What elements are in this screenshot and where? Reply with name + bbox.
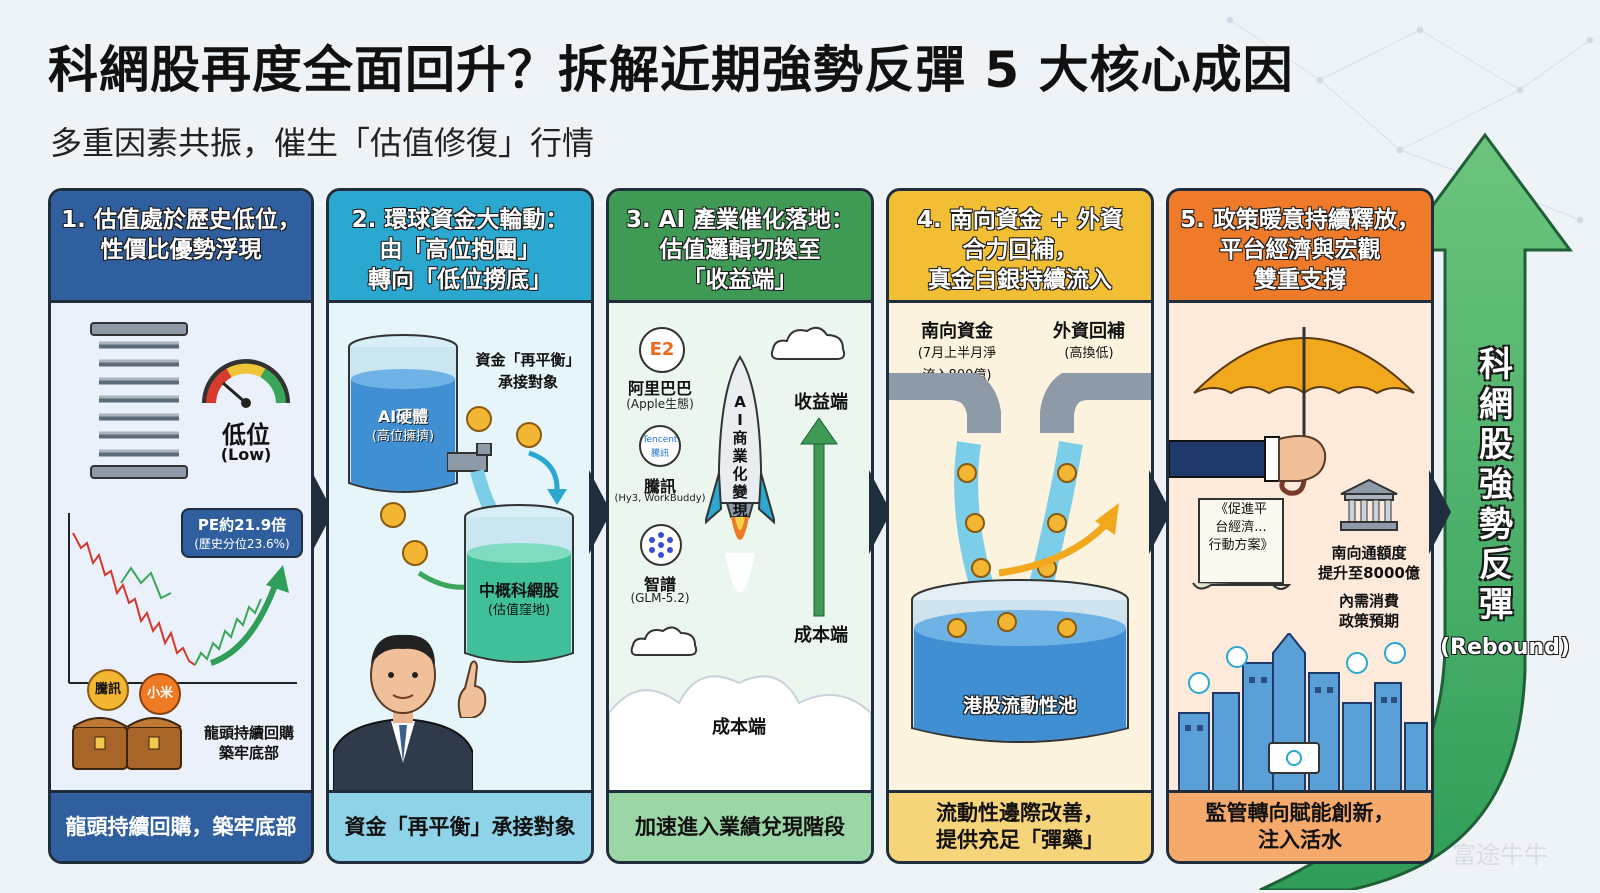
panel-5-footer: 監管轉向賦能創新， 注入活水 [1169, 790, 1431, 861]
cost-label-right: 成本端 [794, 625, 848, 646]
panel-3-header: 3. AI 產業催化落地： 估值邏輯切換至 「收益端」 [609, 191, 871, 303]
hand-icon [1169, 435, 1327, 482]
quota-label: 南向通額度 提升至8000億 [1318, 544, 1420, 582]
rocket-icon [705, 355, 775, 593]
page-subtitle: 多重因素共振，催生「估值修復」行情 [50, 124, 595, 162]
panel-4-footer: 流動性邊際改善， 提供充足「彈藥」 [889, 790, 1151, 861]
tank-high-label: AI硬體 (高位擁擠) [371, 407, 435, 444]
panel-4-header: 4. 南向資金 + 外資 合力回補， 真金白銀持續流入 [889, 191, 1151, 303]
panel-ai-catalyst: 3. AI 產業催化落地： 估值邏輯切換至 「收益端」 E2 阿里巴巴 (App… [606, 188, 874, 864]
panel-3-footer: 加速進入業績兌現階段 [609, 790, 871, 861]
pointing-hand-icon [457, 660, 487, 718]
panel-2-header: 2. 環球資金大輪動： 由「高位抱團」 轉向「低位撈底」 [329, 191, 591, 303]
panel-1-footer: 龍頭持續回購，築牢底部 [51, 790, 311, 861]
tencent-logo-icon: Tencent 騰訊 [639, 425, 681, 467]
alibaba-logo-icon: E2 [639, 327, 685, 373]
company-name-tencent: 騰訊 [643, 477, 676, 496]
watermark: 富途牛牛 [1452, 841, 1548, 869]
cloud-icon [770, 326, 846, 360]
zhipu-logo-icon [640, 524, 682, 566]
panel-policy: 5. 政策暖意持續釋放， 平台經濟與宏觀 雙重支撐 《促進平 台經濟... 行動… [1166, 188, 1434, 864]
consumption-label: 內需消費 政策預期 [1338, 592, 1399, 630]
flow-arrow-3 [869, 470, 891, 554]
company-sub-alibaba: (Apple生態) [626, 397, 694, 411]
xiaomi-coin: 小米 [139, 673, 181, 715]
panel-1-header: 1. 估值處於歷史低位， 性價比優勢浮現 [51, 191, 311, 303]
pipes-icon [889, 373, 1151, 593]
cost-label-bottom: 成本端 [712, 717, 766, 738]
panel-capital-rotation: 2. 環球資金大輪動： 由「高位抱團」 轉向「低位撈底」 AI硬體 (高位擁擠)… [326, 188, 594, 864]
umbrella-icon [1193, 327, 1415, 496]
panel-valuation: 1. 估值處於歷史低位， 性價比優勢浮現 低位 (Low) [48, 188, 314, 864]
document-scroll-icon [1192, 498, 1291, 590]
treasure-chest-icon [72, 717, 182, 770]
company-sub-tencent: (Hy3, WorkBuddy) [614, 493, 706, 504]
up-arrow-icon [800, 418, 838, 617]
tencent-coin: 騰訊 [87, 669, 129, 711]
rebound-sub-label: (Rebound) [1440, 635, 1570, 660]
scroll-text: 《促進平 台經濟... 行動方案》 [1208, 502, 1274, 553]
foreign-capital-label: 外資回補 (高換低) [1053, 321, 1125, 361]
company-name-zhipu: 智譜 [643, 575, 676, 594]
smoke-clouds [609, 675, 871, 793]
coin-flow-icon [380, 406, 567, 595]
revenue-label: 收益端 [794, 392, 848, 413]
pool-label: 港股流動性池 [962, 695, 1077, 717]
gauge-icon [202, 359, 290, 408]
flow-arrow-2 [589, 470, 611, 554]
panel-2-footer: 資金「再平衡」承接對象 [329, 790, 591, 861]
page-title: 科網股再度全面回升？拆解近期強勢反彈 5 大核心成因 [48, 41, 1294, 99]
flow-arrow-5 [1429, 470, 1451, 554]
government-building-icon [1340, 478, 1398, 531]
panel-5-header: 5. 政策暖意持續釋放， 平台經濟與宏觀 雙重支撐 [1169, 191, 1431, 303]
company-name-alibaba: 阿里巴巴 [627, 379, 692, 398]
spring-icon [90, 322, 188, 479]
tank-low-icon [464, 504, 574, 663]
cloud-icon [630, 626, 698, 656]
gauge-sub-label: (Low) [220, 445, 272, 464]
panel-capital-inflow: 4. 南向資金 + 外資 合力回補， 真金白銀持續流入 南向資金 (7月上半月淨… [886, 188, 1154, 864]
buyback-label: 龍頭持續回購 築牢底部 [203, 724, 294, 762]
company-sub-zhipu: (GLM-5.2) [630, 591, 690, 605]
flow-arrow-4 [1149, 470, 1171, 554]
analyst-avatar [333, 634, 473, 793]
pe-callout: PE約21.9倍 (歷史分位23.6%) [181, 508, 303, 558]
rebound-label: 科網股強勢反彈 [1479, 345, 1513, 625]
liquidity-pool-icon [911, 579, 1129, 743]
gauge-label: 低位 [222, 421, 270, 449]
tank-high-icon [348, 334, 458, 493]
city-skyline-icon [1178, 633, 1428, 793]
rebalance-label: 資金「再平衡」 承接對象 [475, 351, 581, 391]
tank-low-label: 中概科網股 (估值窪地) [478, 581, 559, 618]
